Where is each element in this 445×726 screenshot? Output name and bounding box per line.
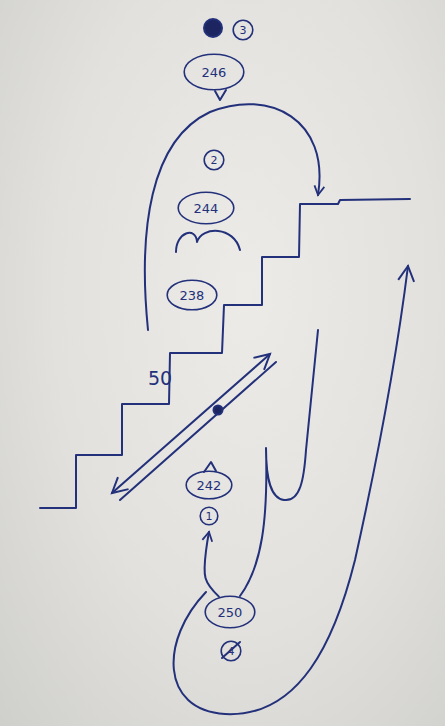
height-bubble: 250 [204,595,256,629]
height-bubble: 242 [185,470,233,500]
step-number: 2 [203,149,225,171]
double-arrow-line [120,362,276,500]
height-bubble: 246 [183,53,245,91]
outline-ellipse [167,280,217,310]
node-text: 3 [240,25,247,36]
bounce-marks [176,231,240,252]
loop-arc [174,266,408,714]
double-arrow-line [112,354,270,493]
outline-ellipse [233,20,253,40]
jump-arc [145,104,320,330]
scribbled-mark [204,19,222,37]
height-bubble: 238 [166,279,218,311]
bubble-tail [215,90,226,100]
outline-ellipse [205,596,255,628]
node-text: 242 [197,479,222,492]
node-text: 250 [218,606,243,619]
node-text: 1 [206,511,213,522]
staircase [40,199,410,508]
outline-ellipse [200,507,218,525]
outline-ellipse [178,192,234,224]
ball-dot [214,406,223,415]
motion-arrow [205,532,219,597]
node-text: 2 [211,155,218,166]
outline-ellipse [184,54,244,90]
outline-ellipse [221,641,241,661]
step-number: 3 [232,19,254,41]
node-text: 244 [194,202,219,215]
node-text: 238 [180,289,205,302]
outline-ellipse [186,471,232,499]
node-text: 246 [202,66,227,79]
step-number: 1 [199,506,219,526]
height-bubble: 244 [177,191,235,225]
outline-ellipse [204,150,224,170]
step-number: 4 [220,640,242,662]
node-text: 4 [228,646,235,657]
roll-path [240,330,318,596]
dimension-label: 50 [148,367,172,389]
